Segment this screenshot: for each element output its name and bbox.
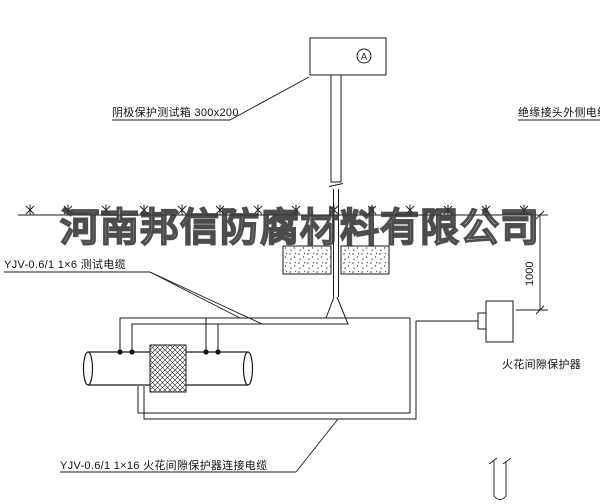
test-cables: [119, 296, 410, 352]
riser-conduit: [328, 74, 344, 297]
concrete-block-right: [340, 245, 390, 275]
ground-marks: [25, 204, 529, 216]
label-test-cable: YJV-0.6/1 1×6 测试电缆: [4, 259, 126, 271]
pipe-section-symbol: [488, 457, 512, 500]
label-spark-gap: 火花间隙保护器: [502, 359, 582, 371]
insulating-joint: [149, 344, 187, 393]
dimension-line: [516, 210, 548, 315]
label-protector-cable: YJV-0.6/1 1×16 火花间隙保护器连接电缆: [60, 460, 268, 472]
test-box: [309, 37, 387, 76]
label-test-box: 阴极保护测试箱 300x200: [112, 107, 239, 119]
protector-cables: [137, 318, 478, 420]
spark-gap-protector: [477, 300, 514, 343]
dimension-text: 1000: [524, 261, 536, 286]
leader-lines: [4, 76, 600, 473]
ammeter-letter: A: [361, 52, 367, 62]
concrete-block-left: [282, 245, 332, 275]
label-insulated-cable: 绝缘接头外侧电缆: [518, 107, 600, 119]
ammeter-symbol: A: [356, 48, 372, 64]
